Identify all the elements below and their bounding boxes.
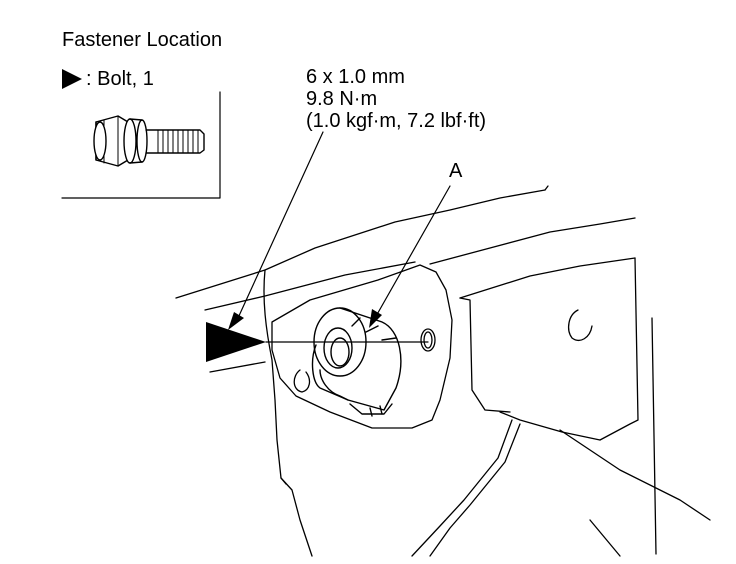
bolt-legend-label: : Bolt, 1 — [86, 68, 154, 90]
bolt-position-marker — [206, 322, 429, 362]
triangle-marker-icon — [62, 69, 82, 89]
spec-torque-alt: (1.0 kgf·m, 7.2 lbf·ft) — [306, 110, 487, 132]
spec-torque-nm: 9.8 N·m — [306, 88, 378, 110]
mount-bracket — [271, 264, 453, 429]
spec-leader-line — [228, 131, 324, 330]
torque-spec: 6 x 1.0 mm 9.8 N·m (1.0 kgf·m, 7.2 lbf·f… — [306, 66, 486, 132]
callout-a-leader-line — [369, 185, 451, 328]
bolt-legend: : Bolt, 1 — [62, 68, 154, 90]
part-a — [311, 307, 402, 417]
legend-frame — [61, 91, 221, 199]
callout-a-label: A — [449, 160, 463, 182]
vehicle-panel — [175, 185, 711, 557]
fastener-location-title: Fastener Location — [62, 29, 223, 51]
bolt-icon — [93, 115, 205, 167]
spec-size: 6 x 1.0 mm — [306, 66, 405, 88]
